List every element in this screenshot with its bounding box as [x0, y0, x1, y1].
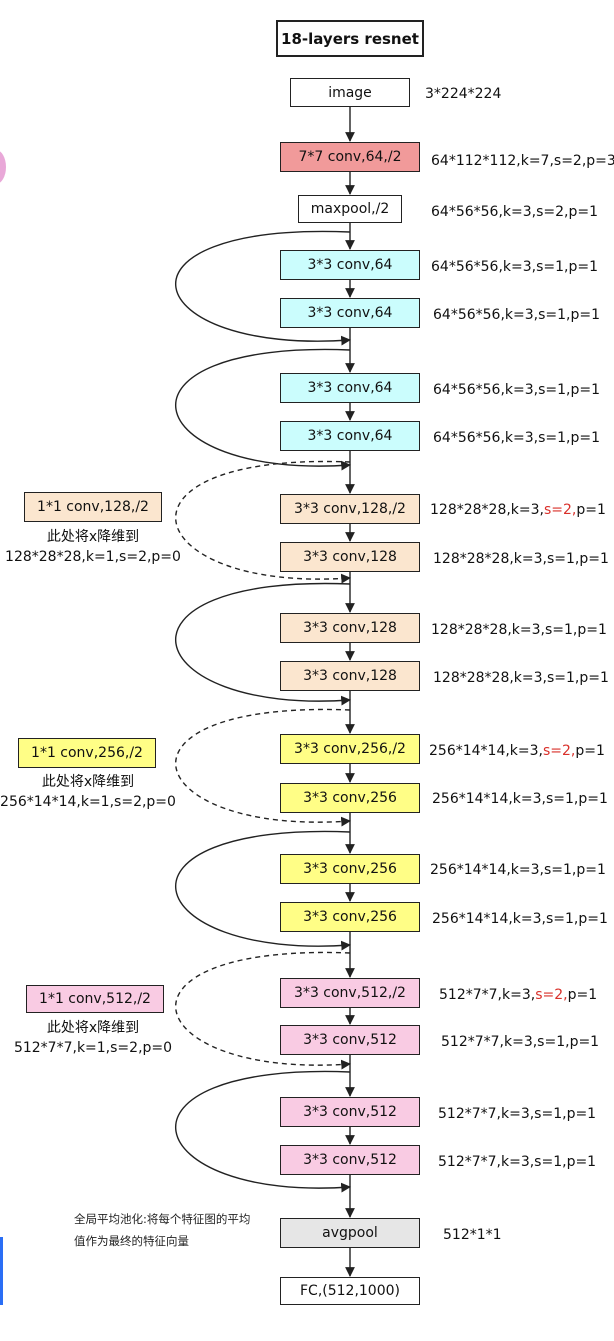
layer-conv128-1: 3*3 conv,128,/2 — [280, 494, 420, 524]
annot-conv64-3: 64*56*56,k=3,s=1,p=1 — [433, 382, 600, 398]
skip-connection-8 — [174, 1070, 351, 1193]
skip-connections — [174, 230, 351, 1193]
annot-conv64-1: 64*56*56,k=3,s=1,p=1 — [431, 259, 598, 275]
annot-conv256-4: 256*14*14,k=3,s=1,p=1 — [432, 911, 608, 927]
layer-conv7x7: 7*7 conv,64,/2 — [280, 142, 420, 172]
skip-connection-1 — [174, 230, 351, 346]
layer-conv256-3: 3*3 conv,256 — [280, 854, 420, 884]
skip-connection-4 — [174, 582, 351, 706]
layer-conv64-4: 3*3 conv,64 — [280, 421, 420, 451]
annot-conv256-1-stride: s=2, — [543, 743, 576, 759]
layer-conv256-1: 3*3 conv,256,/2 — [280, 734, 420, 764]
shortcut-conv128-note-line2: 128*28*28,k=1,s=2,p=0 — [5, 549, 181, 565]
avgpool-note-line1: 全局平均池化:将每个特征图的平均 — [74, 1212, 251, 1226]
layer-conv64-2: 3*3 conv,64 — [280, 298, 420, 328]
edge-bar-decoration — [0, 1237, 3, 1305]
shortcut-conv128: 1*1 conv,128,/2 — [24, 492, 162, 522]
annot-conv7x7: 64*112*112,k=7,s=2,p=3 — [431, 153, 614, 169]
annot-conv128-1-part-a: 128*28*28,k=3, — [430, 502, 544, 518]
annot-conv128-1: 128*28*28,k=3,s=2,p=1 — [430, 501, 606, 519]
annot-image: 3*224*224 — [425, 86, 502, 102]
edge-circle-decoration — [0, 150, 6, 184]
avgpool-note: 全局平均池化:将每个特征图的平均 值作为最终的特征向量 — [74, 1208, 250, 1252]
shortcut-conv256-note-line1: 此处将x降维到 — [41, 774, 135, 790]
annot-conv128-3: 128*28*28,k=3,s=1,p=1 — [431, 622, 607, 638]
layer-conv256-4: 3*3 conv,256 — [280, 902, 420, 932]
layer-conv128-3: 3*3 conv,128 — [280, 613, 420, 643]
annot-conv512-3: 512*7*7,k=3,s=1,p=1 — [438, 1106, 597, 1122]
layer-conv256-2: 3*3 conv,256 — [280, 783, 420, 813]
shortcut-conv256: 1*1 conv,256,/2 — [18, 738, 156, 768]
annot-conv512-1: 512*7*7,k=3,s=2,p=1 — [439, 986, 597, 1004]
layer-image: image — [290, 78, 410, 107]
shortcut-conv256-note-line2: 256*14*14,k=1,s=2,p=0 — [0, 794, 176, 810]
annot-conv64-2: 64*56*56,k=3,s=1,p=1 — [433, 307, 600, 323]
annot-conv512-4: 512*7*7,k=3,s=1,p=1 — [438, 1154, 597, 1170]
layer-conv64-1: 3*3 conv,64 — [280, 250, 420, 280]
annot-conv256-3: 256*14*14,k=3,s=1,p=1 — [430, 862, 606, 878]
shortcut-conv512-note-line2: 512*7*7,k=1,s=2,p=0 — [13, 1040, 173, 1056]
skip-connection-6 — [174, 830, 351, 951]
shortcut-conv256-note: 此处将x降维到 256*14*14,k=1,s=2,p=0 — [0, 772, 176, 812]
annot-conv128-4: 128*28*28,k=3,s=1,p=1 — [433, 670, 609, 686]
shortcut-conv512-note-line1: 此处将x降维到 — [46, 1020, 140, 1036]
layer-conv512-2: 3*3 conv,512 — [280, 1025, 420, 1055]
layer-conv64-3: 3*3 conv,64 — [280, 373, 420, 403]
shortcut-conv512-note: 此处将x降维到 512*7*7,k=1,s=2,p=0 — [0, 1018, 186, 1058]
skip-connection-5 — [174, 708, 351, 827]
shortcut-conv512: 1*1 conv,512,/2 — [26, 985, 164, 1013]
layer-conv512-4: 3*3 conv,512 — [280, 1145, 420, 1175]
annot-conv128-1-stride: s=2, — [544, 502, 577, 518]
annot-conv256-2: 256*14*14,k=3,s=1,p=1 — [432, 791, 608, 807]
annot-conv64-4: 64*56*56,k=3,s=1,p=1 — [433, 430, 600, 446]
avgpool-note-line2: 值作为最终的特征向量 — [74, 1234, 189, 1248]
title-box: 18-layers resnet — [276, 20, 424, 57]
layer-conv128-4: 3*3 conv,128 — [280, 661, 420, 691]
annot-conv256-1-part-c: p=1 — [575, 743, 605, 759]
annot-maxpool: 64*56*56,k=3,s=2,p=1 — [431, 204, 598, 220]
annot-conv256-1-part-a: 256*14*14,k=3, — [429, 743, 543, 759]
annot-conv512-1-stride: s=2, — [535, 987, 568, 1003]
shortcut-conv128-note: 此处将x降维到 128*28*28,k=1,s=2,p=0 — [0, 527, 186, 567]
layer-avgpool: avgpool — [280, 1218, 420, 1248]
annot-conv512-1-part-a: 512*7*7,k=3, — [439, 987, 536, 1003]
layer-maxpool: maxpool,/2 — [298, 195, 402, 223]
layer-conv512-3: 3*3 conv,512 — [280, 1097, 420, 1127]
annot-conv512-2: 512*7*7,k=3,s=1,p=1 — [441, 1034, 600, 1050]
annot-conv128-1-part-c: p=1 — [576, 502, 606, 518]
shortcut-conv128-note-line1: 此处将x降维到 — [46, 529, 140, 545]
layer-conv128-2: 3*3 conv,128 — [280, 542, 420, 572]
layer-fc: FC,(512,1000) — [280, 1277, 420, 1305]
skip-connection-2 — [174, 348, 351, 471]
annot-conv512-1-part-c: p=1 — [567, 987, 598, 1003]
annot-avgpool: 512*1*1 — [443, 1227, 502, 1243]
skip-connection-7 — [174, 951, 351, 1070]
skip-connection-3 — [174, 460, 351, 584]
annot-conv256-1: 256*14*14,k=3,s=2,p=1 — [429, 742, 605, 760]
annot-conv128-2: 128*28*28,k=3,s=1,p=1 — [433, 551, 609, 567]
layer-conv512-1: 3*3 conv,512,/2 — [280, 978, 420, 1008]
